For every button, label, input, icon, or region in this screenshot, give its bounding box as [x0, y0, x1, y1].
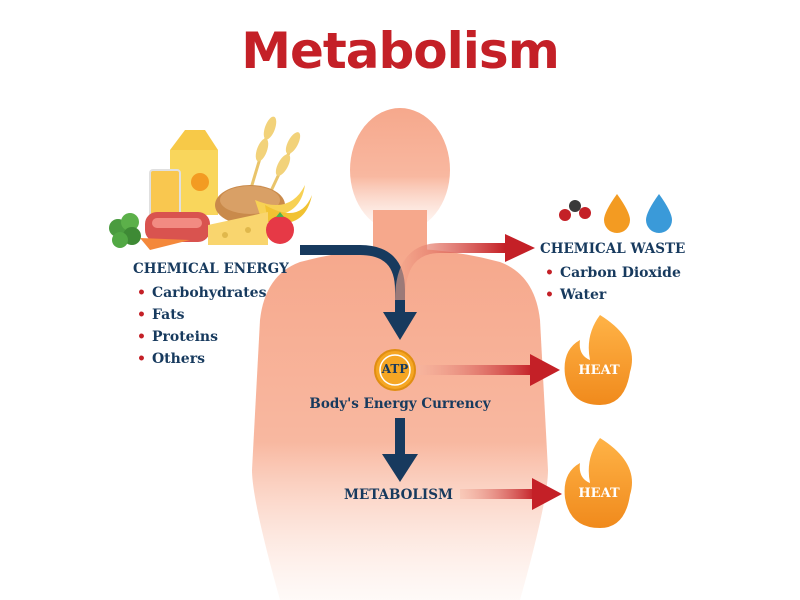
heat-flame-icon: [564, 438, 632, 528]
chemical-waste-item: •Water: [545, 287, 607, 303]
heat-label: HEAT: [578, 486, 620, 501]
arrow-atp-to-heat: [418, 365, 533, 375]
chemical-energy-item: •Others: [137, 351, 205, 367]
bullet-icon: •: [137, 351, 146, 367]
arrow-head-atp: [383, 312, 417, 340]
chemical-energy-item: •Fats: [137, 307, 185, 323]
carbon-dioxide-molecule-icon: [559, 200, 591, 221]
heat-flame-icon: [564, 315, 632, 405]
carrot-icon: [140, 238, 190, 250]
arrow-head-heat-2: [532, 478, 562, 510]
bullet-icon: •: [545, 265, 554, 281]
metabolism-label: METABOLISM: [344, 487, 453, 503]
arrow-head-waste: [505, 234, 535, 262]
arrow-head-heat-1: [530, 354, 560, 386]
broccoli-icon: [109, 213, 141, 248]
bullet-icon: •: [137, 285, 146, 301]
heat-label: HEAT: [578, 363, 620, 378]
atp-badge-label: ATP: [381, 362, 409, 376]
chemical-waste-heading: CHEMICAL WASTE: [540, 241, 686, 257]
orange-droplet-icon: [604, 194, 630, 233]
bullet-icon: •: [137, 329, 146, 345]
atp-caption: Body's Energy Currency: [309, 396, 491, 412]
arrow-to-chemical-waste: [395, 243, 505, 301]
bullet-icon: •: [137, 307, 146, 323]
chemical-energy-item: •Carbohydrates: [137, 285, 267, 301]
water-droplet-icon: [646, 194, 672, 233]
chemical-waste-item: •Carbon Dioxide: [545, 265, 681, 281]
tomato-icon: [266, 212, 294, 244]
cheese-icon: [208, 212, 268, 245]
arrow-atp-to-metabolism: [395, 418, 405, 456]
chemical-energy-heading: CHEMICAL ENERGY: [133, 261, 289, 277]
food-cluster-icon: [109, 116, 312, 250]
chemical-energy-item: •Proteins: [137, 329, 218, 345]
arrow-head-metabolism: [382, 454, 418, 482]
arrow-metabolism-to-heat: [460, 489, 535, 499]
page-title: Metabolism: [241, 22, 560, 80]
meat-icon: [145, 212, 210, 242]
bullet-icon: •: [545, 287, 554, 303]
atp-badge-icon: [374, 349, 416, 391]
